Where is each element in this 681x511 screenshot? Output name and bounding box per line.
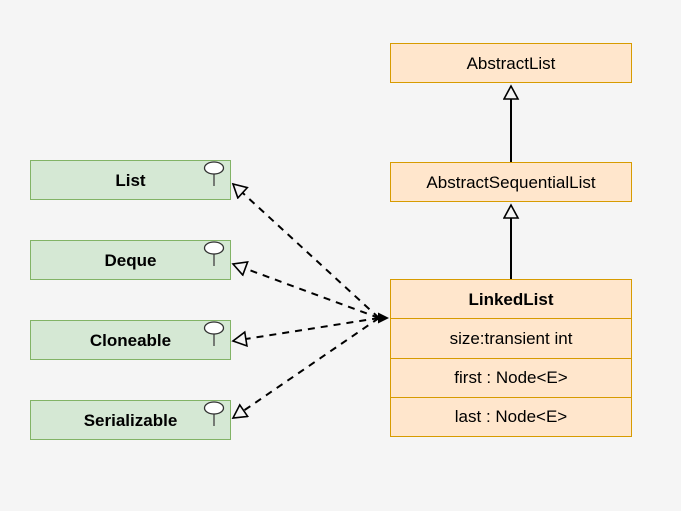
class-node-abstractsequentiallist[interactable]: AbstractSequentialList (390, 162, 632, 202)
interface-name-label: Deque (104, 250, 157, 270)
interface-node-deque[interactable]: Deque (30, 240, 231, 280)
realization-arrow-linkedlist-to-cloneable (233, 317, 380, 341)
interface-node-list[interactable]: List (30, 160, 231, 200)
interface-name-label: Serializable (83, 410, 178, 430)
realization-arrow-linkedlist-to-deque (233, 264, 380, 319)
class-node-abstractlist[interactable]: AbstractList (390, 43, 632, 83)
interface-name-label: Cloneable (89, 330, 172, 350)
class-attribute: size:transient int (391, 318, 631, 357)
interface-node-cloneable[interactable]: Cloneable (30, 320, 231, 360)
class-name-label: AbstractSequentialList (426, 172, 596, 192)
class-name-label: AbstractList (466, 53, 556, 73)
realization-arrow-linkedlist-to-list (233, 184, 380, 319)
interface-node-serializable[interactable]: Serializable (30, 400, 231, 440)
class-node-linkedlist[interactable]: LinkedList size:transient int first : No… (390, 279, 632, 437)
interface-name-label: List (115, 170, 146, 190)
filled-arrowhead-icon (378, 312, 389, 324)
realization-arrow-linkedlist-to-serializable (233, 317, 380, 418)
class-name-label: LinkedList (468, 289, 554, 309)
class-attribute: first : Node<E> (391, 357, 631, 397)
class-attribute: last : Node<E> (391, 396, 631, 436)
